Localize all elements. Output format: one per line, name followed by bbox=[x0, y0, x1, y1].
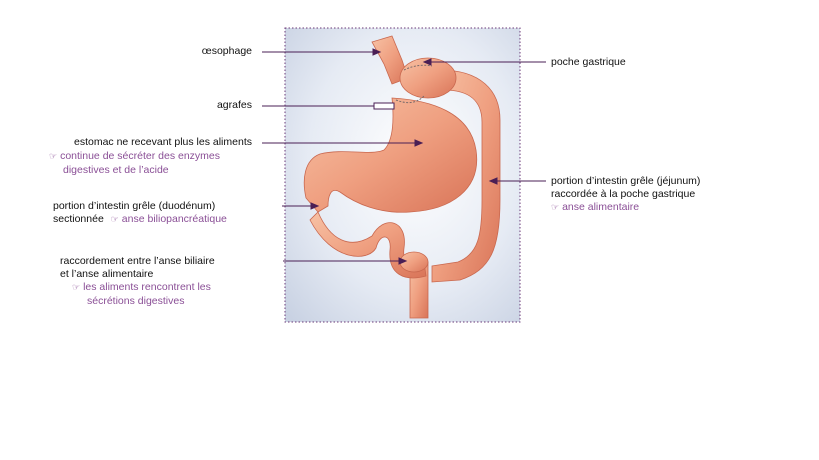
label-junction: raccordement entre l’anse biliaire et l’… bbox=[60, 255, 215, 308]
staple-line-upper bbox=[403, 64, 433, 71]
label-stomach: estomac ne recevant plus les aliments bbox=[74, 136, 252, 149]
pointing-hand-icon: ☞ bbox=[110, 215, 119, 225]
stomach-shape bbox=[303, 97, 478, 213]
duodenum-note: anse biliopancréatique bbox=[121, 213, 227, 225]
jejunum-line-2: raccordée à la poche gastrique bbox=[551, 188, 696, 200]
label-duodenum: portion d’intestin grêle (duodénum) sect… bbox=[53, 200, 227, 227]
stomach-line-1: estomac ne recevant plus les aliments bbox=[73, 136, 252, 148]
duodenum-line-1: portion d’intestin grêle (duodénum) bbox=[53, 200, 216, 212]
pouch-shape bbox=[399, 57, 457, 99]
stomach-note-2: digestives et de l’acide bbox=[63, 164, 169, 176]
jejunum-note: anse alimentaire bbox=[562, 201, 640, 213]
label-jejunum: portion d’intestin grêle (jéjunum) racco… bbox=[551, 175, 700, 215]
duodenum-line-2: sectionnée bbox=[53, 213, 104, 225]
stomach-note: ☞continue de sécréter des enzymes digest… bbox=[49, 150, 220, 177]
label-pouch: poche gastrique bbox=[551, 56, 626, 68]
stomach-note-1: continue de sécréter des enzymes bbox=[60, 150, 220, 162]
pointing-hand-icon: ☞ bbox=[551, 203, 560, 213]
junction-line-1: raccordement entre l’anse biliaire bbox=[60, 255, 215, 267]
jejunum-line-1: portion d’intestin grêle (jéjunum) bbox=[551, 175, 701, 187]
label-oesophagus: œsophage bbox=[201, 45, 252, 57]
junction-note-1: les aliments rencontrent les bbox=[83, 281, 211, 293]
pointing-hand-icon: ☞ bbox=[72, 283, 81, 293]
staple-line bbox=[395, 95, 425, 104]
pointing-hand-icon: ☞ bbox=[49, 152, 58, 162]
junction-note-2: sécrétions digestives bbox=[87, 295, 185, 307]
junction-line-2: et l’anse alimentaire bbox=[60, 268, 154, 280]
label-staples: agrafes bbox=[216, 99, 252, 111]
jejunum-loop bbox=[431, 69, 501, 283]
